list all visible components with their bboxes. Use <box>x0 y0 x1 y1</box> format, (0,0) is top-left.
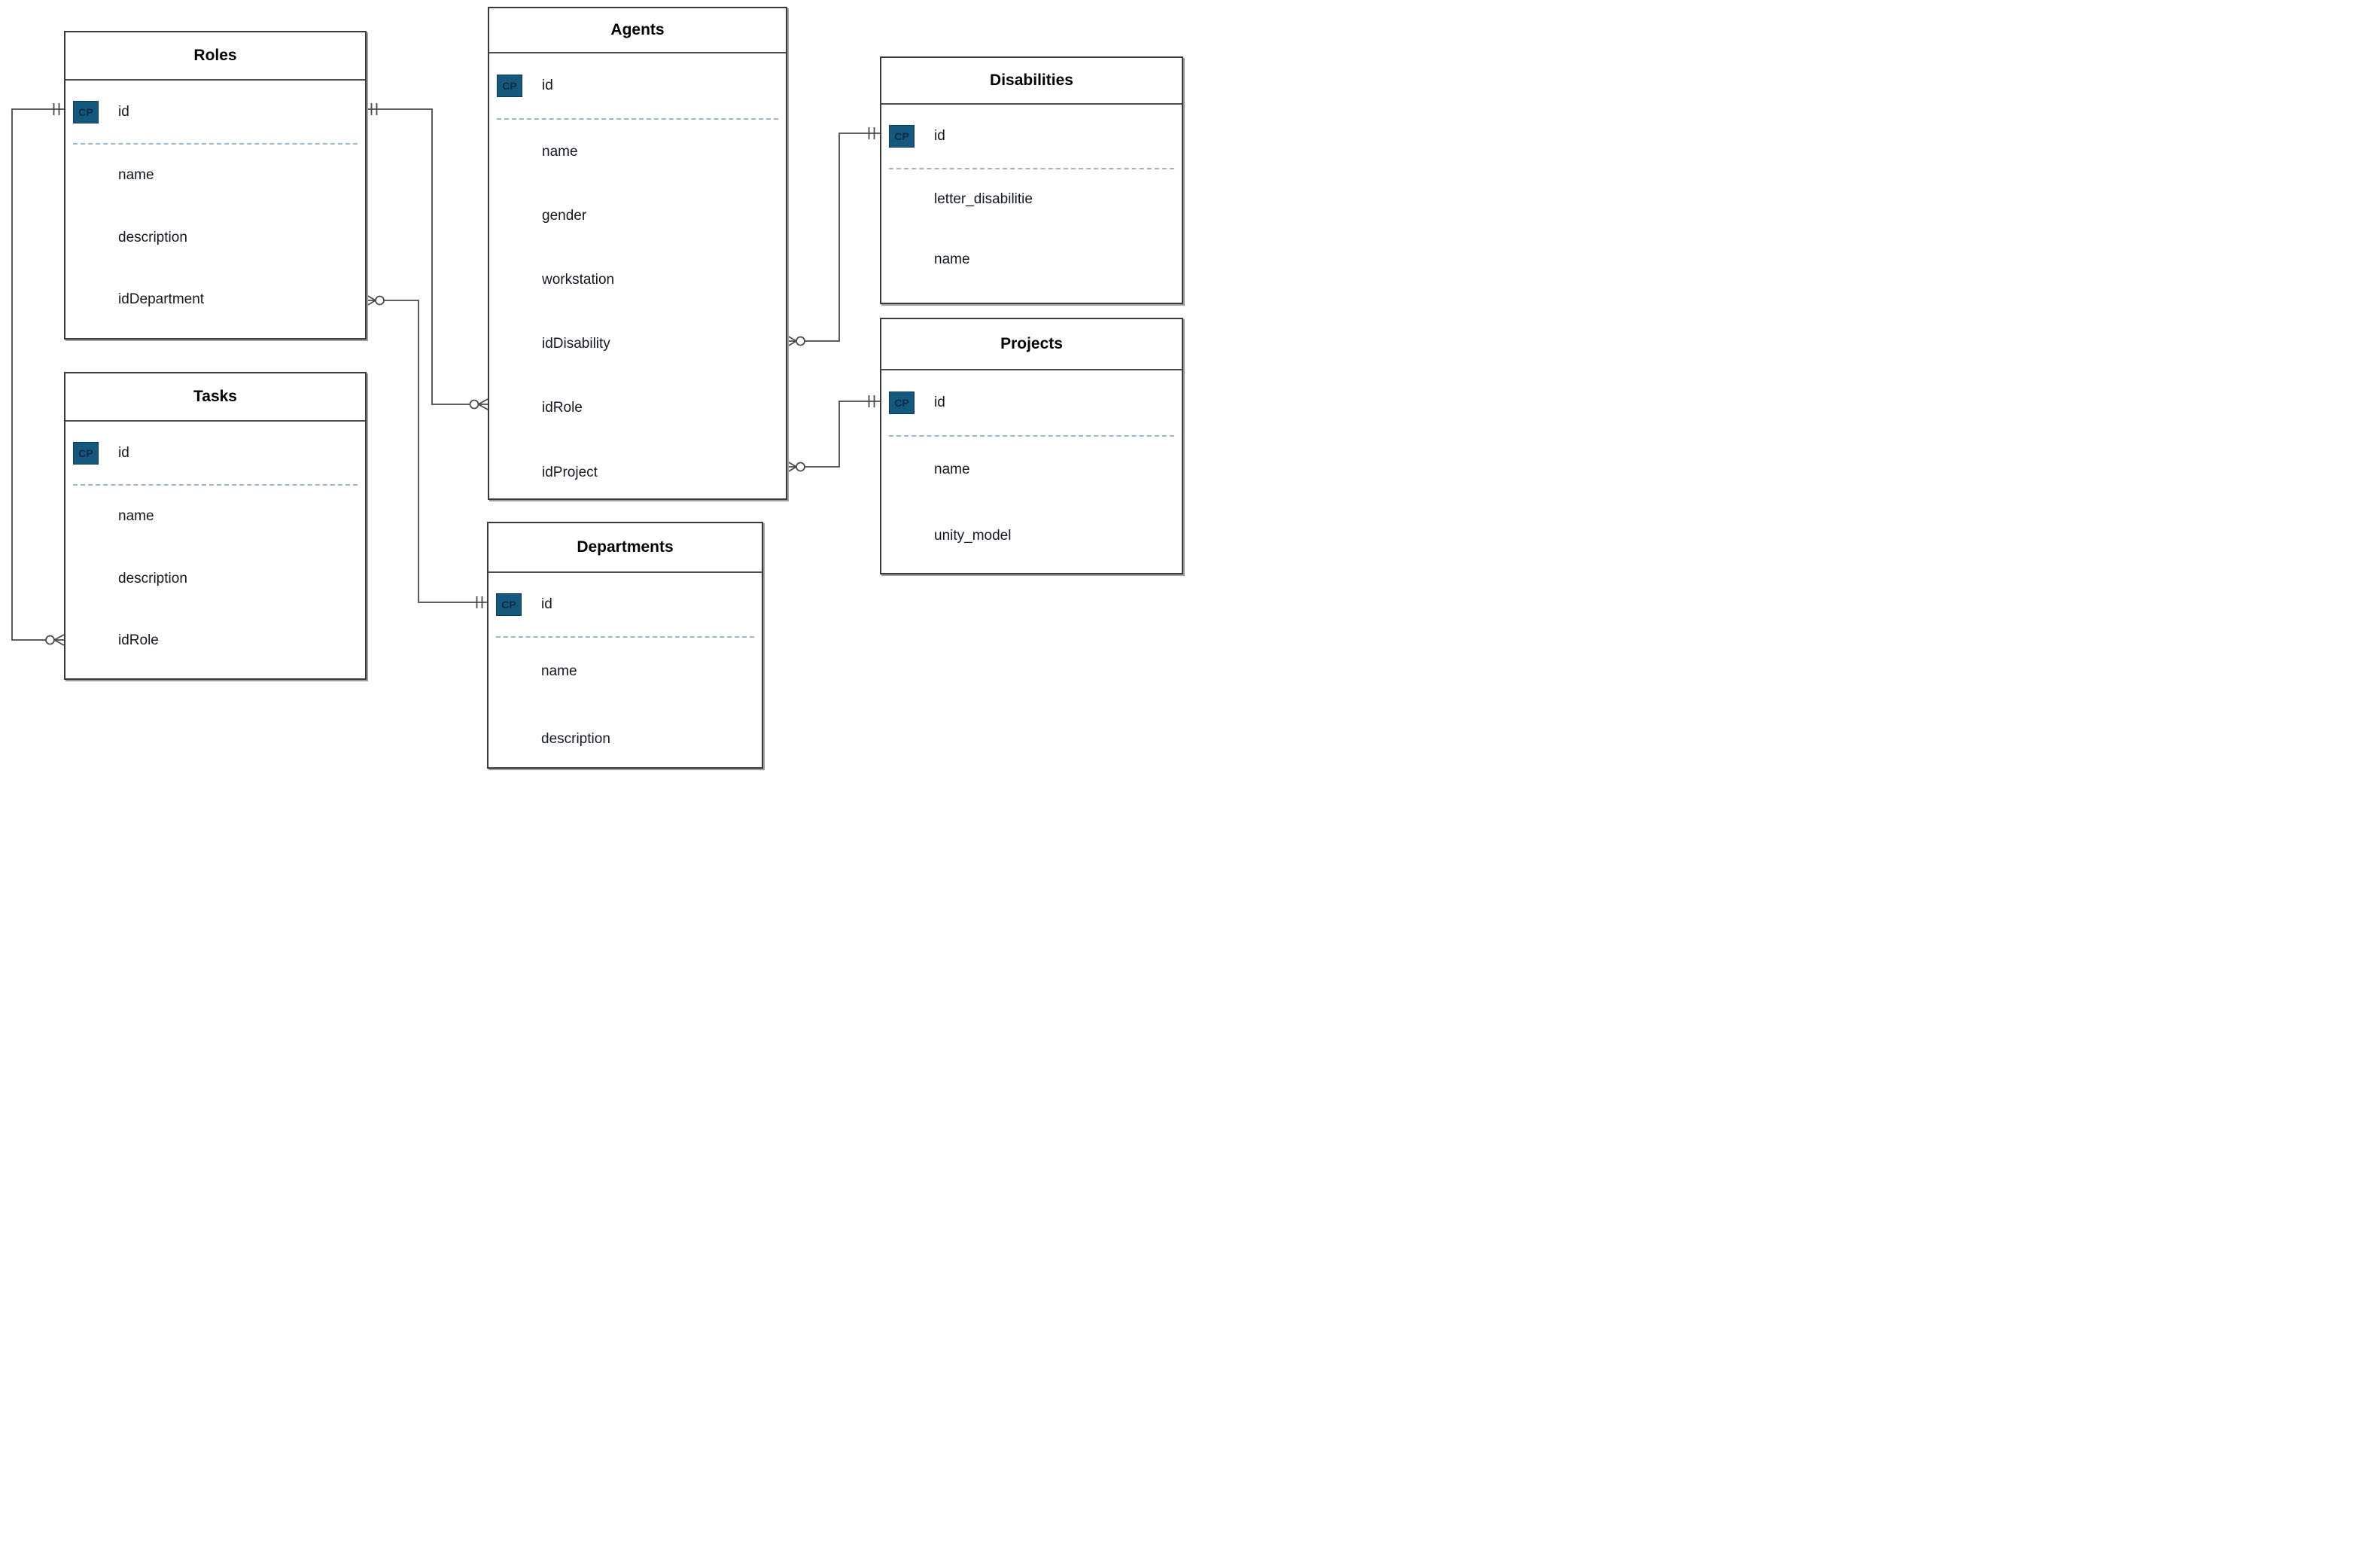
field-row: idRole <box>542 400 583 416</box>
pk-field-name: id <box>934 395 945 410</box>
pk-row: CP id <box>881 370 1182 435</box>
pk-field-name: id <box>542 78 553 93</box>
field-row: description <box>118 229 187 245</box>
entity-projects[interactable]: Projects CP id name unity_model <box>880 318 1183 574</box>
pk-divider <box>497 118 778 120</box>
primary-key-badge: CP <box>497 75 522 97</box>
field-row: idDepartment <box>118 291 205 308</box>
crow-foot-icon <box>787 462 796 472</box>
primary-key-badge: CP <box>73 441 99 465</box>
primary-key-badge: CP <box>889 125 915 148</box>
entity-title: Tasks <box>65 373 365 422</box>
field-row: gender <box>542 207 587 224</box>
pk-field-name: id <box>118 444 129 461</box>
entity-tasks[interactable]: Tasks CP id name description idRole <box>64 372 367 680</box>
zero-circle-icon <box>470 401 479 409</box>
pk-row: CP id <box>65 81 365 143</box>
crow-foot-icon <box>787 336 796 346</box>
relationship-roles-tasks <box>12 103 64 645</box>
entity-title: Roles <box>65 32 365 81</box>
zero-circle-icon <box>46 636 54 644</box>
pk-divider <box>496 636 754 638</box>
relationship-disabilities-agents <box>787 127 880 346</box>
crow-foot-icon <box>54 635 64 645</box>
primary-key-badge: CP <box>73 100 99 123</box>
pk-row: CP id <box>489 53 786 118</box>
relationship-roles-agents <box>367 103 488 410</box>
pk-field-name: id <box>118 103 129 120</box>
field-row: name <box>541 663 577 679</box>
field-row: letter_disabilitie <box>934 191 1033 207</box>
pk-divider <box>889 435 1174 437</box>
field-row: idRole <box>118 632 159 649</box>
field-row: description <box>541 731 610 747</box>
field-row: idProject <box>542 464 598 480</box>
field-row: workstation <box>542 271 615 288</box>
zero-circle-icon <box>376 297 384 305</box>
entity-disabilities[interactable]: Disabilities CP id letter_disabilitie na… <box>880 56 1183 304</box>
er-diagram-canvas: Roles CP id name description idDepartmen… <box>0 0 1190 780</box>
entity-roles[interactable]: Roles CP id name description idDepartmen… <box>64 31 367 340</box>
field-row: name <box>118 508 154 525</box>
field-row: name <box>934 462 970 477</box>
field-row: idDisability <box>542 336 610 352</box>
entity-title: Projects <box>881 319 1182 370</box>
entity-agents[interactable]: Agents CP id name gender workstation idD… <box>488 7 787 500</box>
field-row: name <box>934 251 970 267</box>
pk-divider <box>73 143 358 145</box>
field-row: description <box>118 570 187 587</box>
field-row: unity_model <box>934 528 1012 544</box>
entity-title: Departments <box>488 523 762 573</box>
pk-divider <box>889 168 1174 169</box>
relationship-departments-roles <box>367 295 487 608</box>
entity-title: Disabilities <box>881 58 1182 105</box>
zero-circle-icon <box>796 463 805 471</box>
zero-circle-icon <box>796 337 805 346</box>
entity-title: Agents <box>489 8 786 53</box>
pk-row: CP id <box>881 105 1182 168</box>
primary-key-badge: CP <box>496 593 522 616</box>
primary-key-badge: CP <box>889 392 915 414</box>
crow-foot-icon <box>367 295 376 306</box>
pk-row: CP id <box>488 573 762 636</box>
entity-departments[interactable]: Departments CP id name description <box>487 522 763 769</box>
field-row: name <box>118 167 154 184</box>
relationship-projects-agents <box>787 395 880 472</box>
crow-foot-icon <box>479 399 488 410</box>
pk-field-name: id <box>934 128 945 144</box>
field-row: name <box>542 143 578 160</box>
pk-divider <box>73 484 358 486</box>
pk-row: CP id <box>65 422 365 484</box>
pk-field-name: id <box>541 596 552 612</box>
